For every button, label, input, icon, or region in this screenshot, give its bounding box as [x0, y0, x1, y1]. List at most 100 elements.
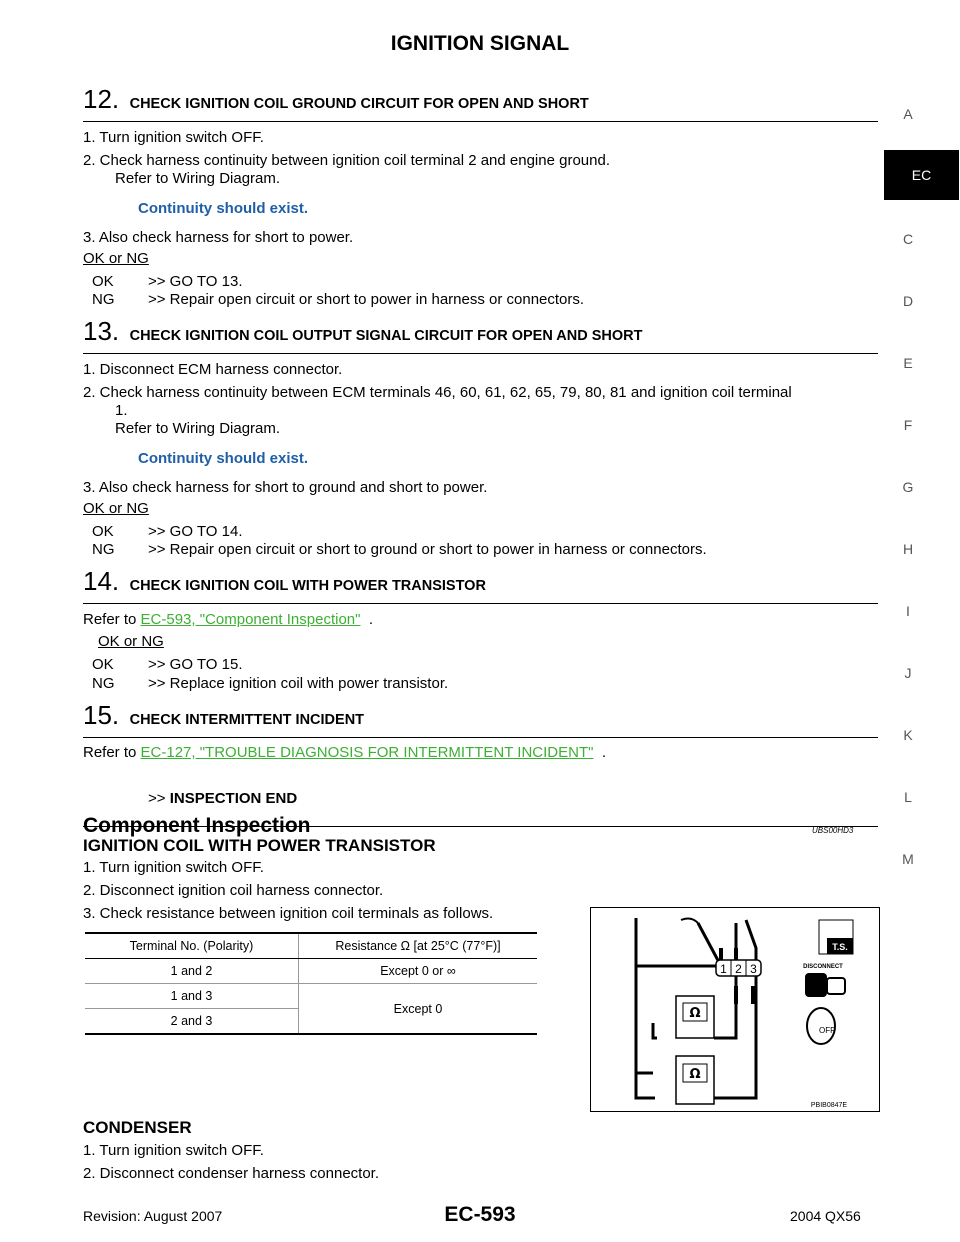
table-row: 2 and 3 [85, 1008, 537, 1035]
step-14-okng: OK or NG [98, 633, 164, 650]
condenser-line2: 2. Disconnect condenser harness connecto… [83, 1165, 380, 1182]
table-row: 1 and 2 Except 0 or ∞ [85, 958, 537, 984]
condenser-line1: 1. Turn ignition switch OFF. [83, 1142, 264, 1159]
step-13-ng-key: NG [92, 541, 115, 558]
table-header-cell: Terminal No. (Polarity) [85, 932, 299, 959]
ts-icon: T.S. [818, 919, 854, 955]
ignition-coil-subtitle: IGNITION COIL WITH POWER TRANSISTOR [83, 836, 436, 855]
step-14-ok-key: OK [92, 656, 114, 673]
side-tab-l[interactable]: L [904, 789, 912, 805]
step-number: 15. [83, 700, 120, 730]
ci-line3: 3. Check resistance between ignition coi… [83, 905, 494, 922]
ohm-symbol: Ω [689, 1006, 700, 1021]
step-number: 14. [83, 566, 120, 596]
step-14-ng-val: >> Replace ignition coil with power tran… [148, 675, 449, 692]
step-12-heading: 12. CHECK IGNITION COIL GROUND CIRCUIT F… [83, 84, 878, 122]
side-tab-ec[interactable]: EC [884, 150, 959, 200]
step-13-ok-key: OK [92, 523, 114, 540]
step-14-ng-key: NG [92, 675, 115, 692]
step-label: CHECK IGNITION COIL WITH POWER TRANSISTO… [129, 578, 486, 594]
step-label: CHECK IGNITION COIL GROUND CIRCUIT FOR O… [129, 96, 589, 112]
step-13-line1: 1. Disconnect ECM harness connector. [83, 361, 343, 378]
footer-revision: Revision: August 2007 [83, 1208, 223, 1224]
connector-terminal-label: 1 [720, 962, 727, 976]
intermittent-incident-link[interactable]: EC-127, "TROUBLE DIAGNOSIS FOR INTERMITT… [140, 744, 594, 761]
step-13-ok-val: >> GO TO 14. [148, 523, 243, 540]
step-13-okng: OK or NG [83, 500, 149, 517]
step-12-ng-val: >> Repair open circuit or short to power… [148, 291, 585, 308]
resistance-check-figure: 1 2 3 Ω Ω T.S. DISCONNECT OFF [590, 907, 880, 1112]
component-inspection-link[interactable]: EC-593, "Component Inspection" [140, 611, 361, 628]
refer-text: Refer to [83, 744, 137, 761]
step-13-spec: Continuity should exist. [138, 450, 309, 467]
side-tab-h[interactable]: H [902, 541, 914, 557]
off-label: OFF [819, 1026, 835, 1035]
step-label: CHECK INTERMITTENT INCIDENT [129, 712, 365, 728]
side-tab-k[interactable]: K [903, 727, 913, 743]
step-12-ok-key: OK [92, 273, 114, 290]
side-tab-g[interactable]: G [902, 479, 914, 495]
step-13-ng-val: >> Repair open circuit or short to groun… [148, 541, 707, 558]
component-inspection-title: Component Inspection [83, 814, 311, 837]
table-cell: 2 and 3 [85, 1008, 299, 1035]
table-cell: Except 0 or ∞ [298, 958, 537, 984]
step-number: 13. [83, 316, 120, 346]
step-14-ok-val: >> GO TO 15. [148, 656, 243, 673]
condenser-title: CONDENSER [83, 1118, 192, 1137]
ignition-coil-diagram: 1 2 3 Ω Ω T.S. DISCONNECT OFF [634, 917, 854, 1109]
disconnect-icon: DISCONNECT [803, 964, 846, 997]
step-12-line3: 3. Also check harness for short to power… [83, 229, 354, 246]
ts-label: T.S. [832, 942, 848, 952]
step-12-line1: 1. Turn ignition switch OFF. [83, 129, 264, 146]
disconnect-label: DISCONNECT [803, 964, 843, 970]
ohm-symbol: Ω [689, 1067, 700, 1082]
section-divider [83, 826, 878, 827]
refer-text: Refer to [83, 611, 137, 628]
step-12-ok-val: >> GO TO 13. [148, 273, 243, 290]
step-13-heading: 13. CHECK IGNITION COIL OUTPUT SIGNAL CI… [83, 316, 878, 354]
side-tab-f[interactable]: F [903, 417, 913, 433]
step-15-refer: Refer to EC-127, "TROUBLE DIAGNOSIS FOR … [83, 743, 606, 762]
step-13-line2c: Refer to Wiring Diagram. [115, 420, 281, 437]
table-cell: Except 0 [298, 983, 537, 1035]
step-13-line2b: 1. [115, 402, 128, 419]
step-12-line2: 2. Check harness continuity between igni… [83, 152, 610, 169]
connector-terminal-label: 3 [750, 962, 757, 976]
step-14-refer: Refer to EC-593, "Component Inspection" … [83, 610, 373, 629]
footer-model: 2004 QX56 [790, 1208, 861, 1224]
end-arrow: >> [148, 790, 166, 807]
side-tab-c[interactable]: C [902, 231, 914, 247]
table-cell: 1 and 3 [85, 983, 299, 1009]
connector-terminal-label: 2 [735, 962, 742, 976]
step-14-heading: 14. CHECK IGNITION COIL WITH POWER TRANS… [83, 566, 878, 604]
step-label: CHECK IGNITION COIL OUTPUT SIGNAL CIRCUI… [129, 328, 643, 344]
side-tab-e[interactable]: E [903, 355, 913, 371]
ohmmeter-icon: Ω [675, 1055, 715, 1105]
side-tab-a[interactable]: A [903, 106, 913, 122]
step-13-line2: 2. Check harness continuity between ECM … [83, 384, 792, 401]
step-15-heading: 15. CHECK INTERMITTENT INCIDENT [83, 700, 878, 738]
side-tab-d[interactable]: D [902, 293, 914, 309]
refer-end: . [601, 744, 606, 761]
ignition-off-icon: OFF [806, 1007, 836, 1045]
step-12-line2b: Refer to Wiring Diagram. [115, 170, 281, 187]
ohmmeter-icon: Ω [675, 995, 715, 1039]
step-13-line3: 3. Also check harness for short to groun… [83, 479, 488, 496]
side-tab-j[interactable]: J [904, 665, 912, 681]
side-tab-m[interactable]: M [902, 851, 914, 867]
refer-end: . [368, 611, 373, 628]
ci-line2: 2. Disconnect ignition coil harness conn… [83, 882, 384, 899]
page-title: IGNITION SIGNAL [390, 32, 570, 55]
figure-code: PBIB0847E [811, 1102, 848, 1109]
ci-line1: 1. Turn ignition switch OFF. [83, 859, 264, 876]
step-12-spec: Continuity should exist. [138, 200, 309, 217]
section-code: UBS00HD3 [812, 826, 854, 835]
table-row: 1 and 3 Except 0 [85, 983, 537, 1035]
step-12-ng-key: NG [92, 291, 115, 308]
side-tab-i[interactable]: I [906, 603, 910, 619]
step-number: 12. [83, 84, 120, 114]
inspection-end: >> INSPECTION END [148, 789, 297, 808]
footer-page-number: EC-593 [444, 1203, 516, 1226]
table-header-cell: Resistance Ω [at 25°C (77°F)] [298, 932, 537, 959]
resistance-table: Terminal No. (Polarity) Resistance Ω [at… [85, 932, 537, 1035]
